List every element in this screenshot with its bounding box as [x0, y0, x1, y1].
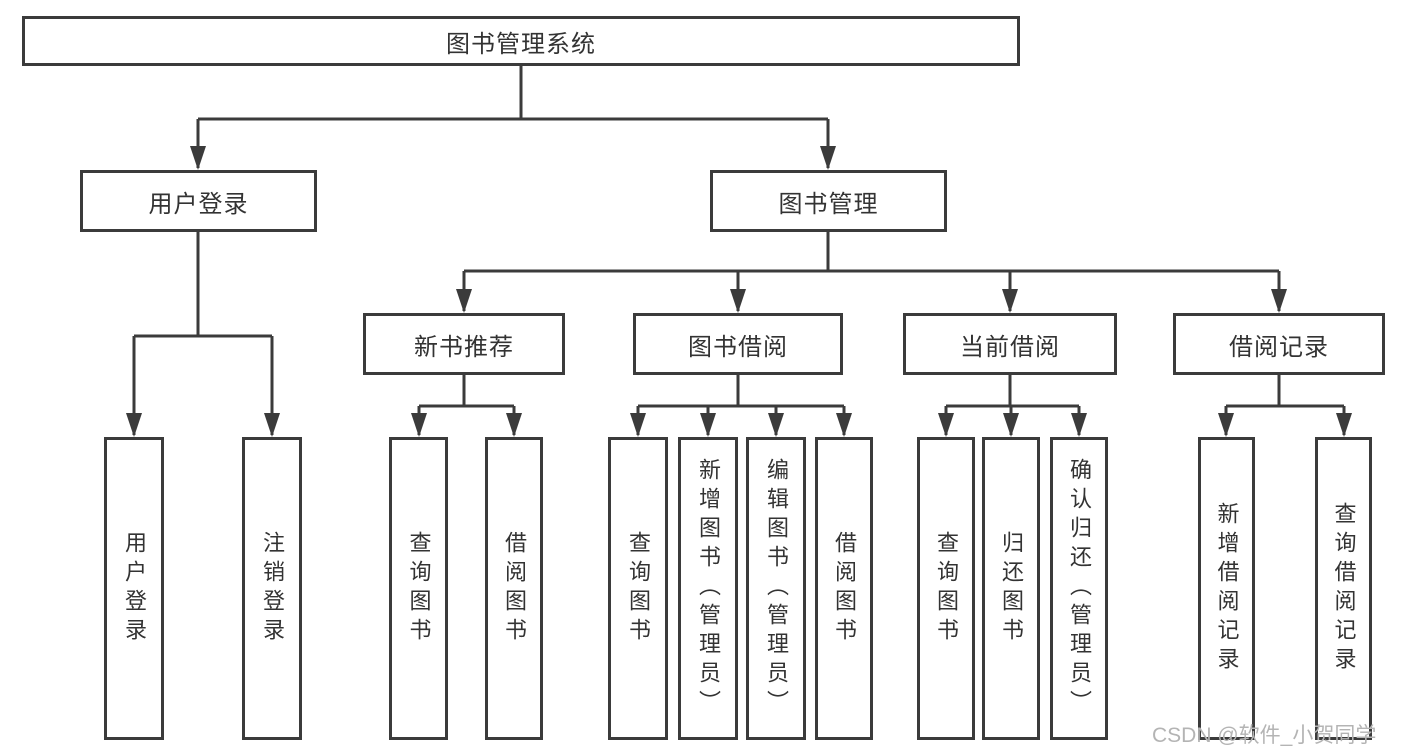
node-label: 图书管理	[778, 190, 879, 218]
arrowhead-icons	[126, 146, 1352, 437]
node-label: 注销登录	[260, 530, 285, 647]
node-label: 新增图书（管理员）	[696, 458, 721, 719]
csdn-watermark: CSDN @软件_小贺同学	[1152, 724, 1377, 747]
leaf-query-books-recommend: 查询图书	[389, 437, 448, 740]
node-label: 借阅记录	[1229, 333, 1329, 361]
leaf-query-books-borrowing: 查询图书	[608, 437, 668, 740]
node-user-login: 用户登录	[80, 170, 317, 232]
leaf-user-login: 用户登录	[104, 437, 164, 740]
node-label: 归还图书	[999, 530, 1024, 647]
node-label: 用户登录	[148, 190, 249, 218]
node-label: 确认归还（管理员）	[1067, 458, 1092, 719]
node-label: 查询图书	[406, 530, 432, 647]
leaf-add-borrow-record: 新增借阅记录	[1198, 437, 1255, 740]
node-label: 图书借阅	[688, 333, 788, 361]
leaf-query-books-current: 查询图书	[917, 437, 975, 740]
node-label: 查询借阅记录	[1331, 501, 1357, 676]
node-label: 借阅图书	[502, 530, 527, 647]
leaf-borrow-books-borrowing: 借阅图书	[815, 437, 873, 740]
node-book-management: 图书管理	[710, 170, 947, 232]
node-label: 借阅图书	[832, 530, 857, 647]
node-label: 查询图书	[934, 530, 959, 647]
leaf-edit-book-admin: 编辑图书（管理员）	[746, 437, 806, 740]
leaf-return-books: 归还图书	[982, 437, 1040, 740]
node-label: 新增借阅记录	[1214, 501, 1240, 676]
leaf-confirm-return-admin: 确认归还（管理员）	[1050, 437, 1108, 740]
connector-lines	[132, 66, 1346, 435]
leaf-logout: 注销登录	[242, 437, 302, 740]
node-label: 查询图书	[626, 530, 651, 647]
leaf-add-book-admin: 新增图书（管理员）	[678, 437, 738, 740]
leaf-borrow-books-recommend: 借阅图书	[485, 437, 543, 740]
node-new-book-recommend: 新书推荐	[363, 313, 565, 375]
node-book-borrowing: 图书借阅	[633, 313, 843, 375]
leaf-query-borrow-record: 查询借阅记录	[1315, 437, 1372, 740]
node-library-management-system: 图书管理系统	[22, 16, 1020, 66]
node-current-borrowing: 当前借阅	[903, 313, 1117, 375]
node-label: 图书管理系统	[446, 30, 596, 58]
node-label: 编辑图书（管理员）	[764, 458, 789, 719]
node-label: 用户登录	[122, 530, 147, 647]
node-label: 当前借阅	[960, 333, 1060, 361]
node-borrowing-records: 借阅记录	[1173, 313, 1385, 375]
node-label: 新书推荐	[414, 333, 514, 361]
